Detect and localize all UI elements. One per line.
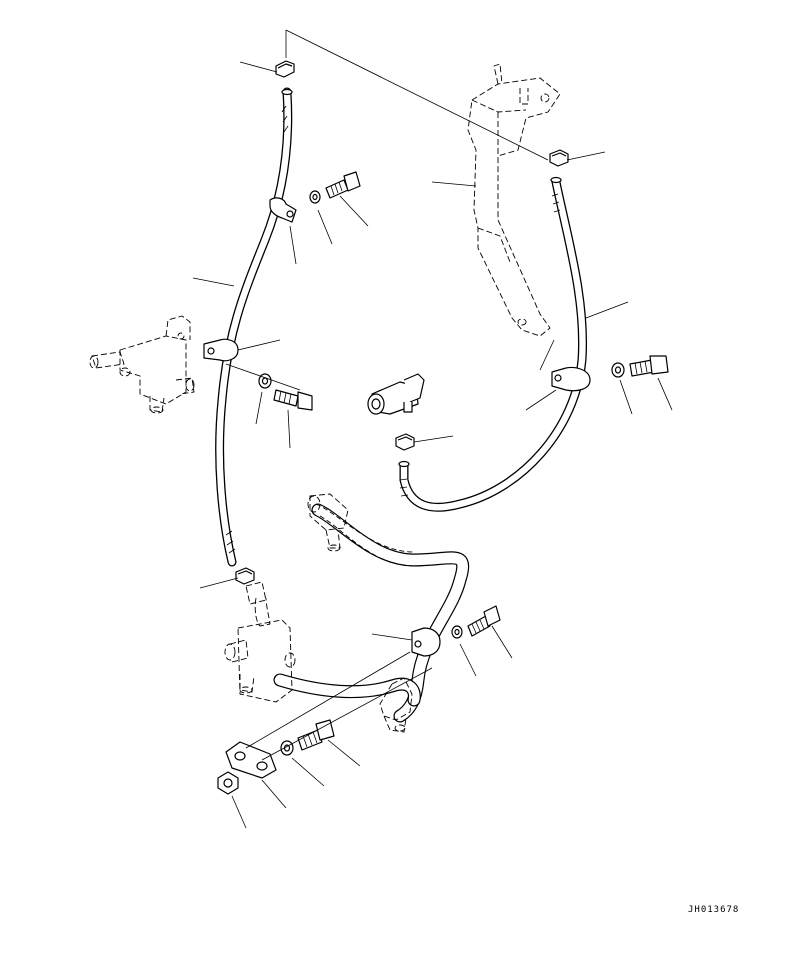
bolt-bottom <box>297 719 335 751</box>
bolt-middle <box>273 389 313 411</box>
upper-right-hose <box>398 176 588 512</box>
washer-bottom <box>280 740 294 756</box>
bolt-right <box>629 355 669 377</box>
washer-upper <box>309 190 321 204</box>
washer-lower <box>451 625 463 639</box>
dashed-bracket <box>467 63 561 337</box>
dashed-valve-block-lower <box>224 581 296 703</box>
leader-lines <box>192 29 673 829</box>
center-valve <box>367 373 425 415</box>
lower-return-hose <box>273 673 421 733</box>
hose-clamp-upper <box>269 197 297 223</box>
dashed-valve-block-left <box>89 315 195 414</box>
hose-clip-top-right <box>549 149 569 167</box>
bolt-upper <box>325 171 361 199</box>
nut-bottom <box>217 771 239 795</box>
upper-left-hose <box>215 87 293 567</box>
hose-clip-lower-left <box>235 567 255 585</box>
drawing-code: JH013678 <box>688 905 740 915</box>
hose-clamp-right <box>551 366 591 392</box>
hose-clip-center <box>395 433 415 451</box>
hose-clamp-lower <box>411 627 441 657</box>
washer-right <box>611 362 625 378</box>
bolt-lower <box>467 605 501 637</box>
hose-clamp-middle <box>203 338 239 362</box>
bottom-plate <box>225 741 277 779</box>
hose-clip-top-left <box>275 60 295 78</box>
